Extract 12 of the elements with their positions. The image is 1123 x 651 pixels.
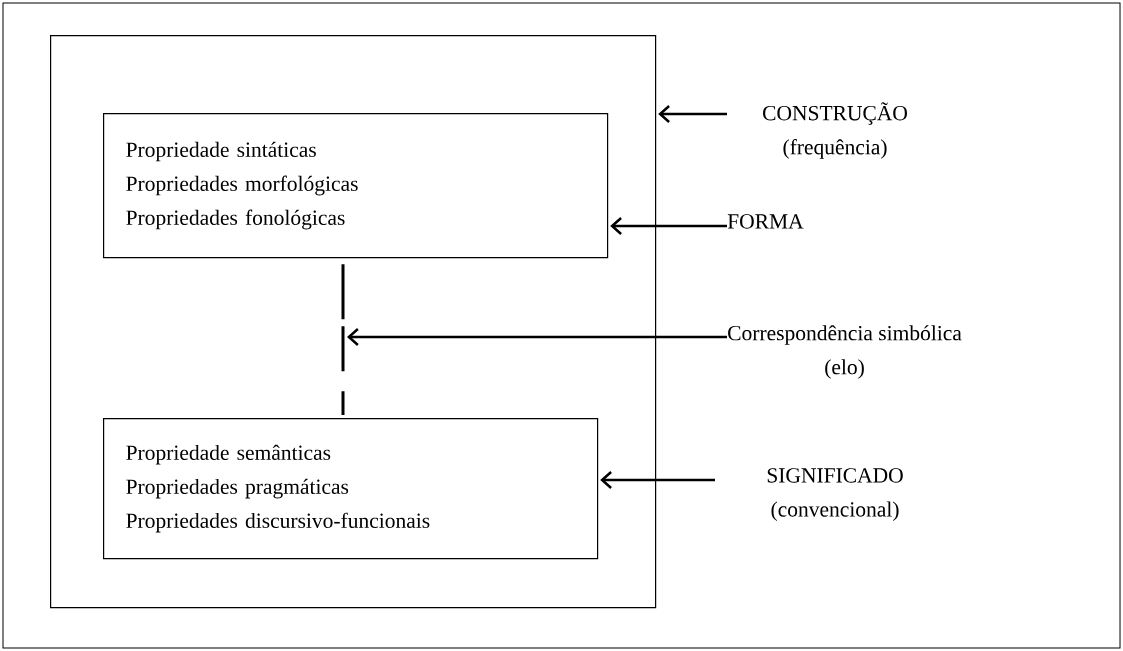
meaning-box: Propriedade semânticas Propriedades pragmáticas Propriedades discursivo-funcionais <box>103 418 599 560</box>
side-label: Correspondência simbólica (elo) <box>728 325 962 379</box>
link-line <box>341 264 345 415</box>
arrow <box>610 217 727 235</box>
form-box: Propriedade sintáticas Propriedades morfológicas Propriedades fonológicas <box>103 113 609 259</box>
side-label: SIGNIFICADO (convencional) <box>767 468 903 521</box>
arrow <box>600 471 715 489</box>
side-label: FORMA <box>727 214 804 229</box>
construction-box <box>50 35 657 609</box>
arrow <box>658 105 727 123</box>
side-label: CONSTRUÇÃO (frequência) <box>763 102 907 159</box>
arrow <box>347 328 727 346</box>
